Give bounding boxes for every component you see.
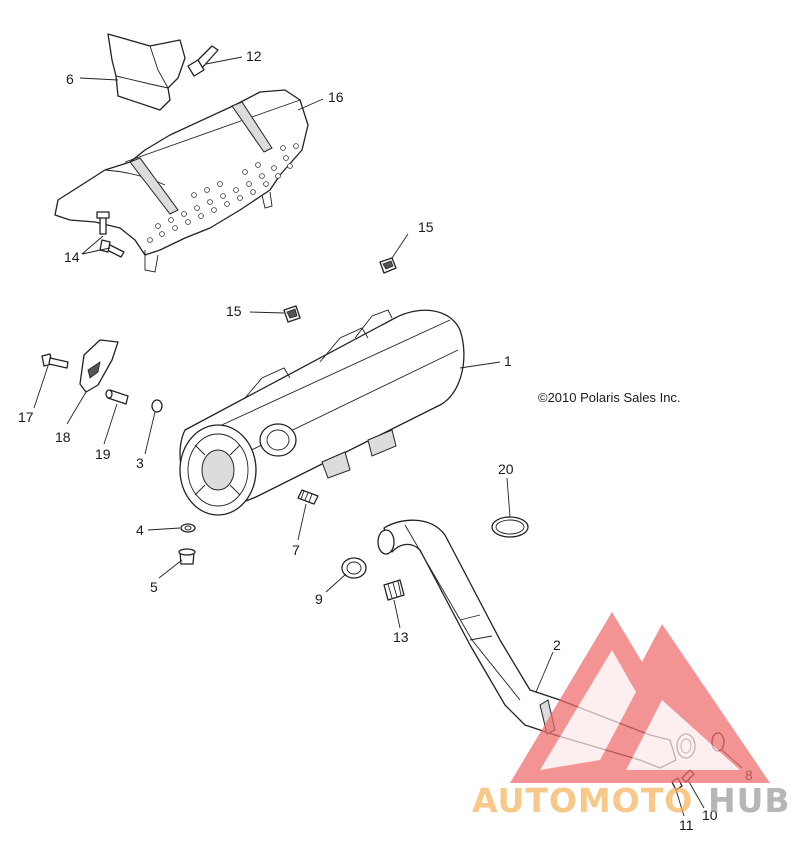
- part-13-spring: [383, 579, 405, 601]
- part-14-shield-bolts: [96, 211, 125, 258]
- callout-1: 1: [504, 353, 512, 369]
- part-4-washer: [180, 523, 196, 533]
- part-5-bushing: [178, 548, 196, 565]
- callout-16: 16: [328, 89, 344, 105]
- part-3-o-ring: [151, 399, 163, 413]
- part-1-muffler: [179, 309, 465, 516]
- watermark-text-right: HUB: [708, 781, 791, 820]
- part-6-heat-deflector: [107, 33, 186, 111]
- part-18-bracket: [79, 339, 119, 393]
- part-15-clip-lower: [283, 305, 301, 323]
- copyright-notice: ©2010 Polaris Sales Inc.: [538, 390, 681, 405]
- callout-7: 7: [292, 542, 300, 558]
- callout-2: 2: [553, 637, 561, 653]
- callout-12: 12: [246, 48, 262, 64]
- callout-11: 11: [679, 817, 694, 833]
- callout-15-lower: 15: [226, 303, 242, 319]
- callout-10: 10: [702, 807, 718, 823]
- watermark-logo: AUTOMOTO HUB: [472, 612, 791, 820]
- callout-20: 20: [498, 461, 514, 477]
- callout-18: 18: [55, 429, 71, 445]
- part-15-clip-upper: [379, 257, 397, 274]
- callout-9: 9: [315, 591, 323, 607]
- part-19-sleeve: [105, 389, 129, 405]
- callout-4: 4: [136, 522, 144, 538]
- part-9-gasket: [341, 557, 367, 579]
- part-17-bolt: [41, 353, 69, 369]
- watermark-text-left: AUTOMOTO: [472, 781, 693, 820]
- part-20-clamp: [491, 516, 529, 538]
- callout-14: 14: [64, 249, 80, 265]
- callout-15-upper: 15: [418, 219, 434, 235]
- part-7-spring: [297, 489, 319, 505]
- callout-6: 6: [66, 71, 74, 87]
- watermark-triangle-mark: [510, 612, 770, 783]
- callout-3: 3: [136, 455, 144, 471]
- callout-5: 5: [150, 579, 158, 595]
- part-12-bolt: [187, 45, 219, 77]
- callout-13: 13: [393, 629, 409, 645]
- part-16-heat-shield: [54, 89, 309, 273]
- callout-17: 17: [18, 409, 34, 425]
- heat-shield-vent-holes: [147, 143, 299, 243]
- callout-19: 19: [95, 446, 111, 462]
